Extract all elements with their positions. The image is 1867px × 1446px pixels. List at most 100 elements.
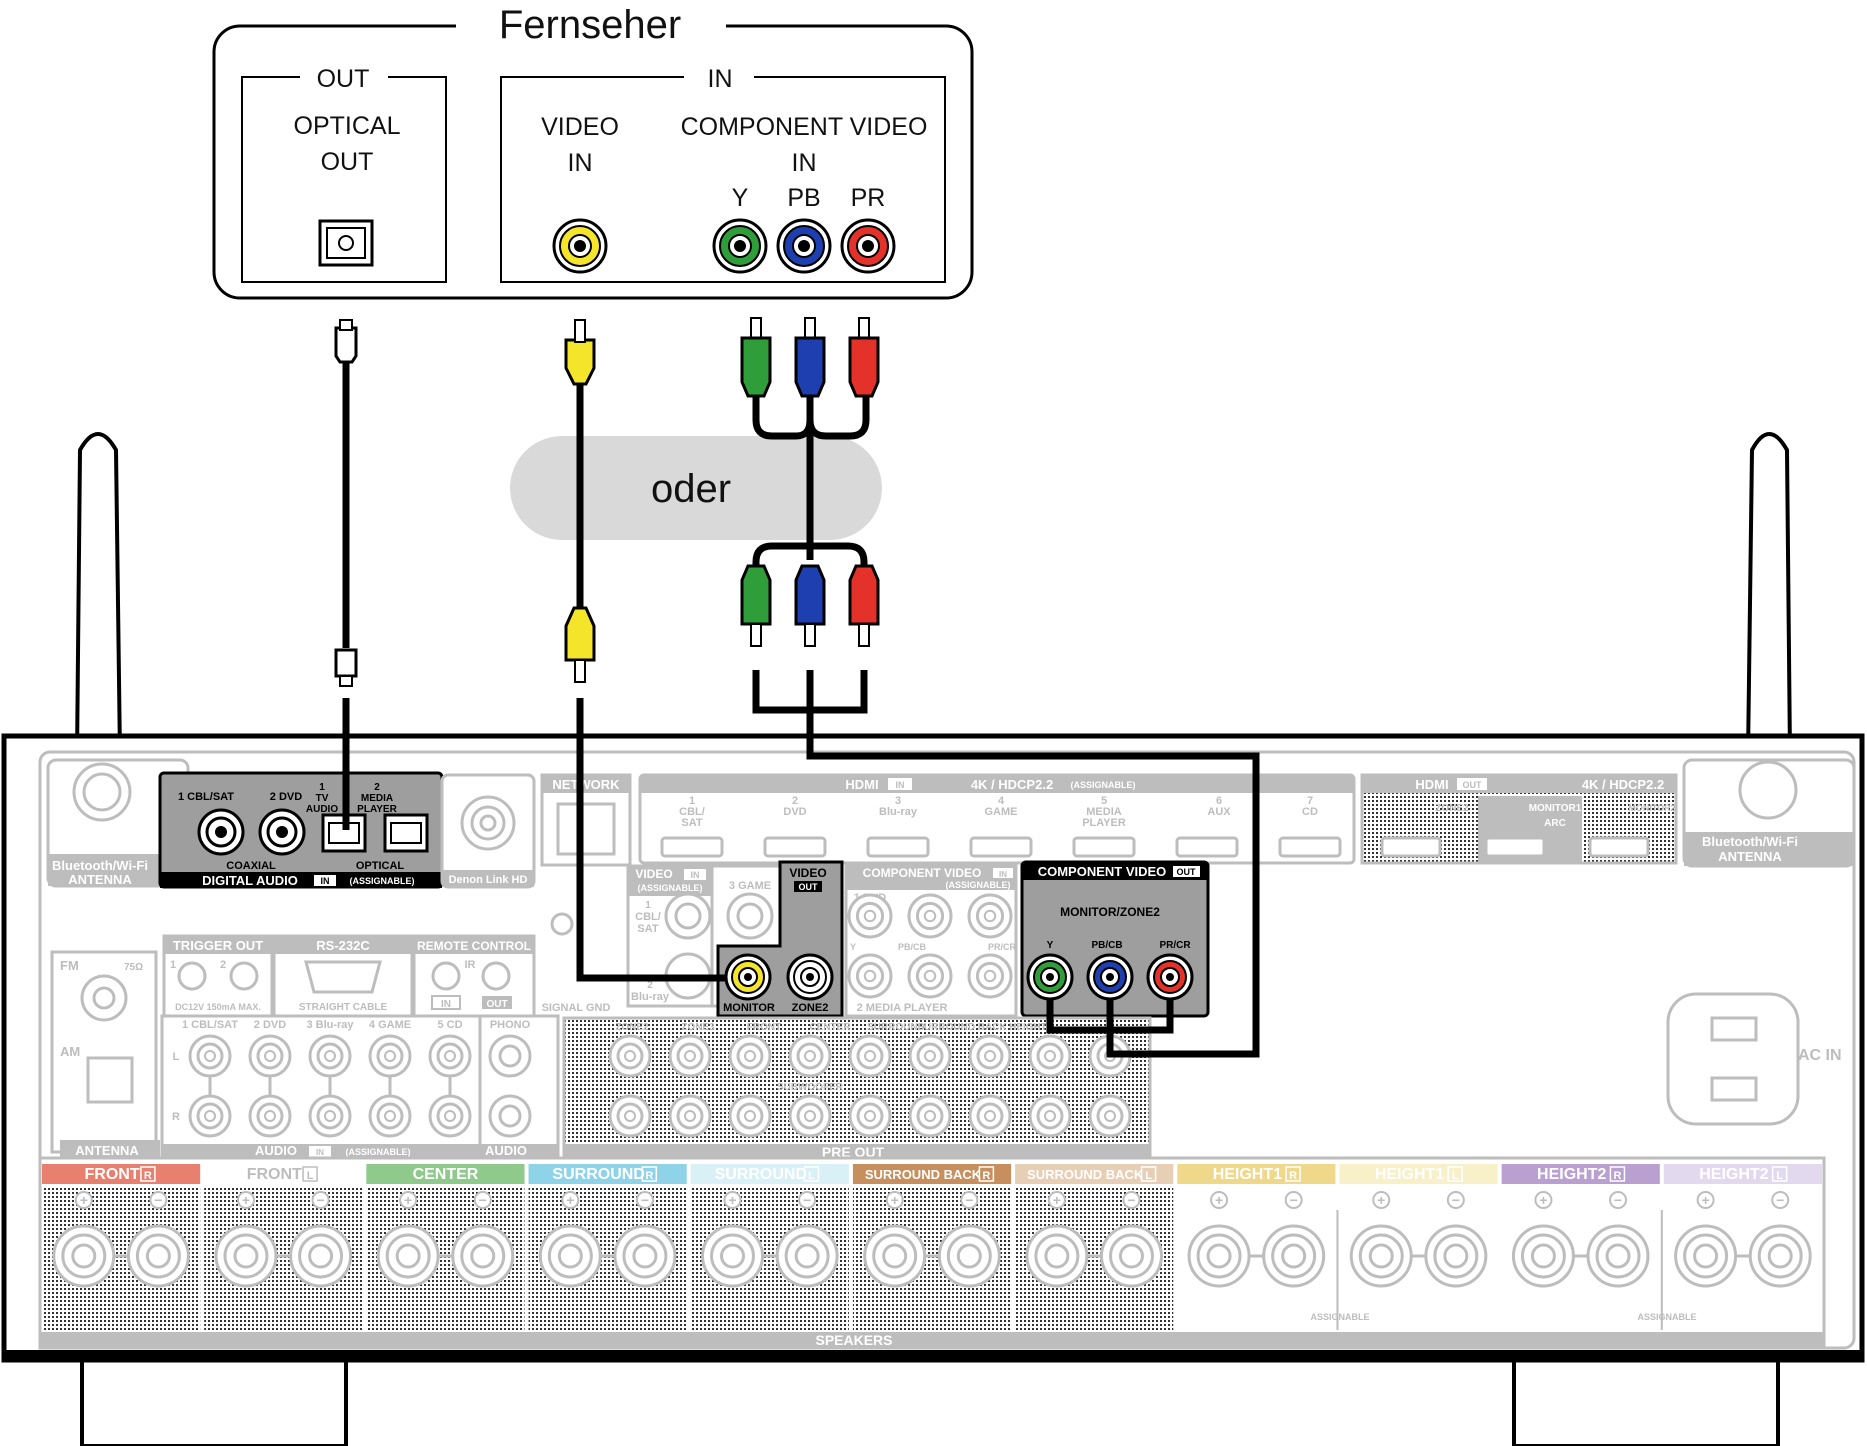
- speaker-group-label: SURROUND: [552, 1166, 644, 1183]
- svg-text:−: −: [1127, 1192, 1135, 1208]
- svg-text:−: −: [641, 1192, 649, 1208]
- component-in-jack: [847, 953, 893, 999]
- speaker-terminal: [863, 1224, 927, 1288]
- component-in-jack: [847, 893, 893, 939]
- hdmi-in-title: HDMI: [845, 777, 878, 792]
- pre-out-jack: [728, 1094, 772, 1138]
- pre-out-label: HEIGHT: [1009, 1022, 1047, 1033]
- antenna-left-line2: ANTENNA: [68, 872, 132, 887]
- speaker-side-label: L: [1452, 1170, 1459, 1182]
- fm-ohm-label: 75Ω: [124, 962, 143, 973]
- pre-out-label: FRONT: [747, 1022, 781, 1033]
- digital-audio-title: DIGITAL AUDIO: [202, 873, 298, 888]
- antenna-right-line2: ANTENNA: [1718, 849, 1782, 864]
- remote-out: OUT: [486, 999, 507, 1010]
- rs232c-title: RS-232C: [316, 938, 370, 953]
- audio-in-jack: [248, 1094, 292, 1138]
- da-port4-num: 2: [374, 782, 380, 793]
- hdmi-in-port-label: GAME: [985, 806, 1018, 818]
- speakers-title: SPEAKERS: [815, 1332, 892, 1348]
- antenna-right-line1: Bluetooth/Wi-Fi: [1702, 834, 1798, 849]
- rca-plug: [848, 317, 880, 398]
- oder-bubble: oder: [510, 436, 882, 540]
- rs232c-sub: STRAIGHT CABLE: [299, 1002, 388, 1013]
- tv-pb-jack: [776, 218, 832, 274]
- rca-plug: [794, 564, 826, 647]
- video-in-assignable: (ASSIGNABLE): [638, 883, 703, 893]
- audio-in-jack: [188, 1094, 232, 1138]
- right-foot: [1512, 1358, 1780, 1446]
- audio-in-jack: [308, 1094, 352, 1138]
- tv-pr-label: PR: [851, 184, 886, 212]
- svg-text:−: −: [1776, 1192, 1784, 1208]
- pre-out-jack: [788, 1034, 832, 1078]
- hdmi-in-port: [1278, 836, 1342, 858]
- pre-out-jack: [608, 1034, 652, 1078]
- hdmi-out-monitor2: MONITOR2: [1628, 803, 1675, 813]
- hdmi-in-port-label: 7: [1307, 795, 1313, 807]
- optical-jack-2: [383, 813, 429, 853]
- video-out-zone2-jack: [786, 953, 834, 1001]
- pre-out-jack: [848, 1034, 892, 1078]
- speaker-terminal: [1349, 1224, 1413, 1288]
- speaker-terminal: [126, 1224, 190, 1288]
- speaker-terminal: [1586, 1224, 1650, 1288]
- fm-label: FM: [60, 958, 79, 973]
- tv-video-in-jack: [552, 218, 608, 274]
- audio-in-jack: [368, 1094, 412, 1138]
- speaker-side-label: R: [982, 1170, 990, 1182]
- svg-text:+: +: [728, 1192, 736, 1208]
- hdmi-out-zone2: ZONE2: [1435, 803, 1469, 814]
- video-in-p1-num: 1: [645, 900, 651, 911]
- pre-out-label: SURROUND: [867, 1022, 925, 1033]
- video-out-out: OUT: [799, 882, 819, 892]
- audio-in-r: R: [172, 1111, 180, 1123]
- speaker-side-label: L: [1776, 1170, 1783, 1182]
- component-in-jack: [967, 893, 1013, 939]
- da-port1-label: 1 CBL/SAT: [178, 791, 234, 803]
- pre-out-jack: [848, 1094, 892, 1138]
- video-in-in: IN: [691, 870, 700, 880]
- pre-out-title: PRE OUT: [822, 1144, 885, 1160]
- hdmi-in-port-label: MEDIA: [1086, 806, 1122, 818]
- speaker-group-label: HEIGHT2: [1537, 1166, 1606, 1183]
- hdmi-in-ports: 1CBL/SAT2DVD3Blu-ray4GAME5MEDIAPLAYER6AU…: [660, 795, 1342, 858]
- component-in-pr: PR/CR: [988, 942, 1017, 952]
- video-cable: [564, 319, 726, 982]
- speaker-group-label: FRONT: [247, 1166, 302, 1183]
- svg-text:−: −: [154, 1192, 162, 1208]
- ac-in-label: AC IN: [1798, 1047, 1842, 1064]
- video-in-p2-l1: Blu-ray: [631, 991, 670, 1003]
- digital-audio-in: IN: [321, 876, 330, 886]
- component-out-out: OUT: [1177, 867, 1197, 877]
- hdmi-in-port-label: CBL/: [679, 806, 705, 818]
- component-in-assignable: (ASSIGNABLE): [946, 880, 1011, 890]
- hdmi-in-port-label: SAT: [681, 817, 702, 829]
- svg-text:−: −: [1452, 1192, 1460, 1208]
- speaker-terminal: [1262, 1224, 1326, 1288]
- optical-label: OPTICAL: [356, 860, 405, 872]
- audio-in-jack: [428, 1034, 472, 1078]
- audio-in-port-label: 3 Blu-ray: [306, 1019, 354, 1031]
- hdmi-in-in: IN: [896, 780, 905, 790]
- video-out-panel: VIDEO OUT MONITOR ZONE2: [716, 860, 844, 1018]
- component-out-pb: PB/CB: [1091, 940, 1122, 951]
- component-in-jack: [967, 953, 1013, 999]
- receiver: Bluetooth/Wi-Fi ANTENNA Bluetooth/Wi-Fi …: [1, 432, 1865, 1446]
- speaker-side-label: R: [144, 1170, 152, 1182]
- antenna-section-label: ANTENNA: [75, 1143, 139, 1158]
- da-port4-l2: PLAYER: [357, 804, 397, 815]
- pre-out-jack: [968, 1034, 1012, 1078]
- component-out-pr: PR/CR: [1159, 940, 1191, 951]
- phono-audio-label: AUDIO: [485, 1143, 527, 1158]
- tv-title: Fernseher: [499, 3, 681, 47]
- speaker-group-label: SURROUND: [715, 1166, 807, 1183]
- tv-pb-label: PB: [787, 184, 820, 212]
- pre-out-label: SURROUND BACK: [917, 1022, 1007, 1033]
- tv-in-label: IN: [708, 65, 733, 93]
